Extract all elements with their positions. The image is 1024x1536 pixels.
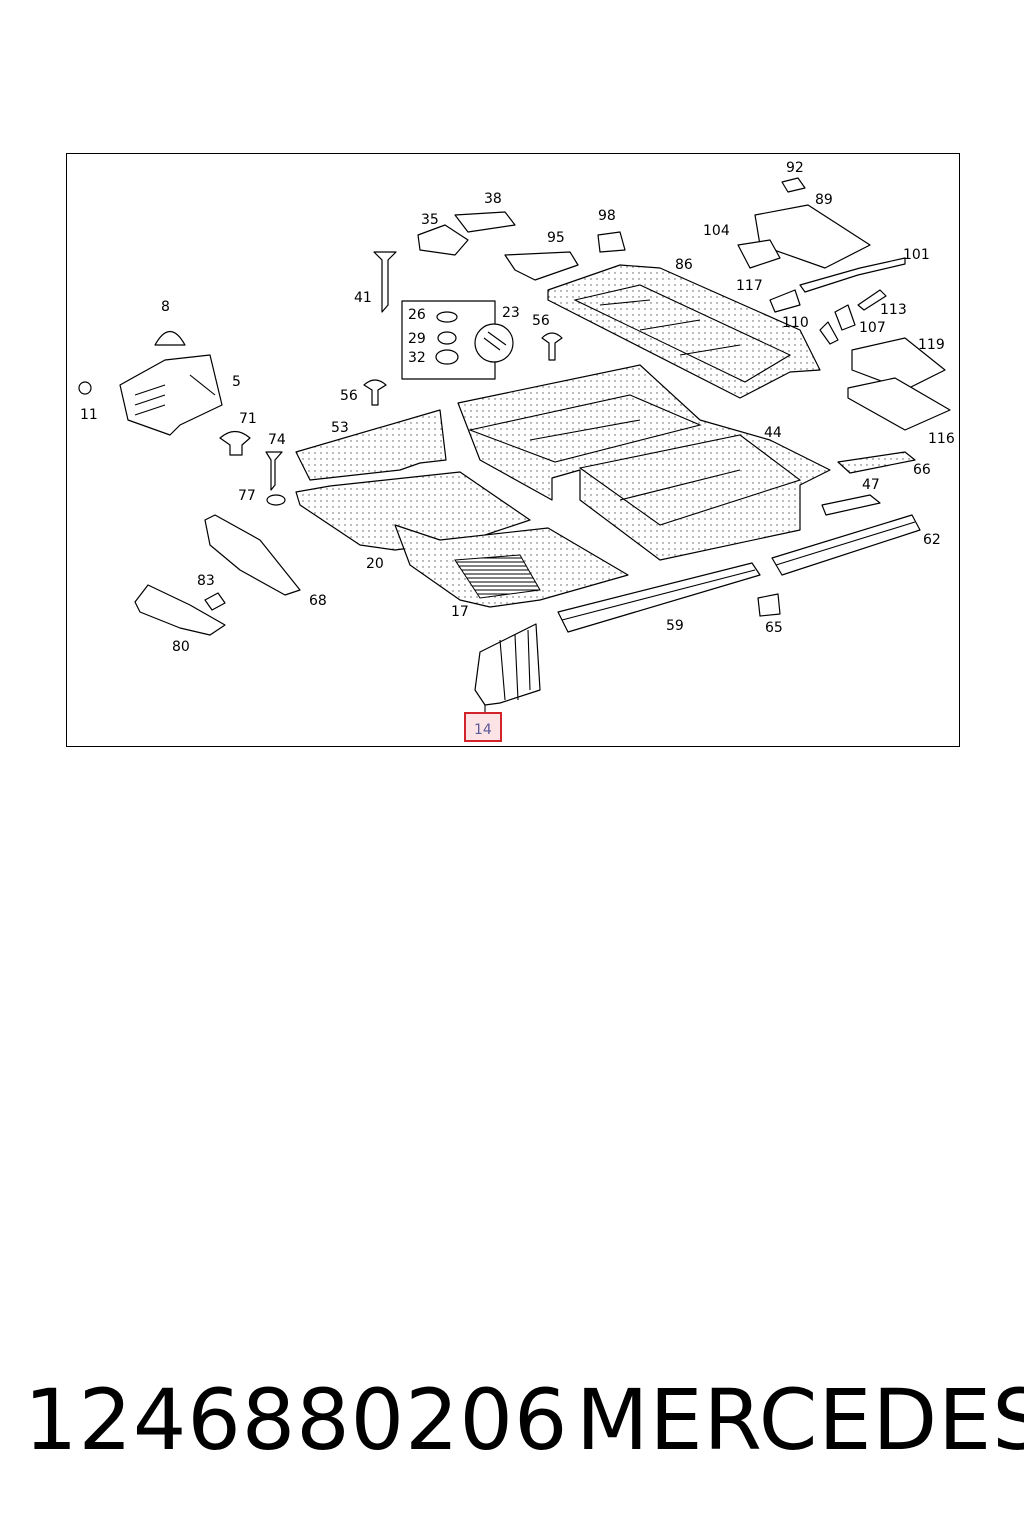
sill-strip-62 xyxy=(771,514,921,576)
callout-56-right: 56 xyxy=(532,313,550,329)
callout-8: 8 xyxy=(161,299,170,315)
callout-59: 59 xyxy=(666,618,684,634)
callout-113: 113 xyxy=(880,302,907,318)
parts-diagram: 92 89 38 35 98 95 104 101 86 117 41 26 2… xyxy=(78,160,955,742)
clip-92 xyxy=(781,177,806,193)
callout-labels: 92 89 38 35 98 95 104 101 86 117 41 26 2… xyxy=(80,160,955,655)
callout-68: 68 xyxy=(309,593,327,609)
callout-5: 5 xyxy=(232,374,241,390)
callout-77: 77 xyxy=(238,488,256,504)
trunk-mat-86 xyxy=(547,264,821,399)
screw-113 xyxy=(857,289,887,311)
clip-107 xyxy=(834,304,856,331)
callout-65: 65 xyxy=(765,620,783,636)
callout-47: 47 xyxy=(862,477,880,493)
screw-74 xyxy=(265,451,283,491)
clip-98 xyxy=(597,231,626,253)
callout-98: 98 xyxy=(598,208,616,224)
part-number: 1246880206 xyxy=(24,1371,569,1469)
callout-44: 44 xyxy=(764,425,782,441)
callout-117: 117 xyxy=(736,278,763,294)
side-trim-14 xyxy=(474,623,541,714)
callout-104: 104 xyxy=(703,223,730,239)
clip-110 xyxy=(819,321,839,345)
callout-71: 71 xyxy=(239,411,257,427)
callout-29: 29 xyxy=(408,331,426,347)
bracket-117 xyxy=(769,289,801,313)
clip-65 xyxy=(757,593,781,617)
fastener-group-box xyxy=(401,300,514,380)
highlight-box xyxy=(464,712,502,742)
callout-23: 23 xyxy=(502,305,520,321)
cover-95 xyxy=(504,251,579,281)
center-floor-mat-44 xyxy=(457,364,831,561)
clip-71 xyxy=(219,430,251,456)
panel-89 xyxy=(754,204,871,269)
diagram-frame xyxy=(66,153,960,747)
washer-77 xyxy=(266,494,286,506)
callout-38: 38 xyxy=(484,191,502,207)
callout-56-left: 56 xyxy=(340,388,358,404)
callout-62: 62 xyxy=(923,532,941,548)
mat-53 xyxy=(295,409,447,481)
cover-38 xyxy=(454,211,516,233)
highlight-label: 14 xyxy=(474,722,492,738)
cover-35 xyxy=(417,224,469,256)
screw-41 xyxy=(373,251,397,313)
callout-119: 119 xyxy=(918,337,945,353)
grommet-8 xyxy=(154,330,186,346)
sill-strip-59 xyxy=(557,562,761,633)
callout-89: 89 xyxy=(815,192,833,208)
callout-11: 11 xyxy=(80,407,98,423)
footer-caption: 1246880206 MERCEDES xyxy=(0,1370,1024,1470)
tray-116 xyxy=(847,377,951,431)
clip-56-left xyxy=(363,379,387,406)
callout-17: 17 xyxy=(451,604,469,620)
callout-83: 83 xyxy=(197,573,215,589)
side-trim-5 xyxy=(119,354,223,436)
strip-47 xyxy=(821,494,881,516)
callout-80: 80 xyxy=(172,639,190,655)
screw-11 xyxy=(78,381,92,395)
brand-name: MERCEDES xyxy=(576,1371,1024,1469)
callout-86: 86 xyxy=(675,257,693,273)
callout-95: 95 xyxy=(547,230,565,246)
callout-35: 35 xyxy=(421,212,439,228)
callout-41: 41 xyxy=(354,290,372,306)
highlighted-callout-14[interactable]: 14 xyxy=(464,712,502,742)
callout-20: 20 xyxy=(366,556,384,572)
strap-101 xyxy=(799,257,906,293)
callout-53: 53 xyxy=(331,420,349,436)
callout-92: 92 xyxy=(786,160,804,176)
bracket-68 xyxy=(204,514,301,596)
nut-83 xyxy=(204,592,226,611)
callout-66: 66 xyxy=(913,462,931,478)
callout-32: 32 xyxy=(408,350,426,366)
handle-104 xyxy=(737,239,781,269)
callout-110: 110 xyxy=(782,315,809,331)
clip-56-right xyxy=(541,332,563,361)
callout-116: 116 xyxy=(928,431,955,447)
bracket-80 xyxy=(134,584,226,636)
callout-74: 74 xyxy=(268,432,286,448)
callout-26: 26 xyxy=(408,307,426,323)
callout-107: 107 xyxy=(859,320,886,336)
mat-17 xyxy=(394,524,629,608)
box-119 xyxy=(851,337,946,391)
callout-101: 101 xyxy=(903,247,930,263)
mat-66 xyxy=(837,451,916,474)
